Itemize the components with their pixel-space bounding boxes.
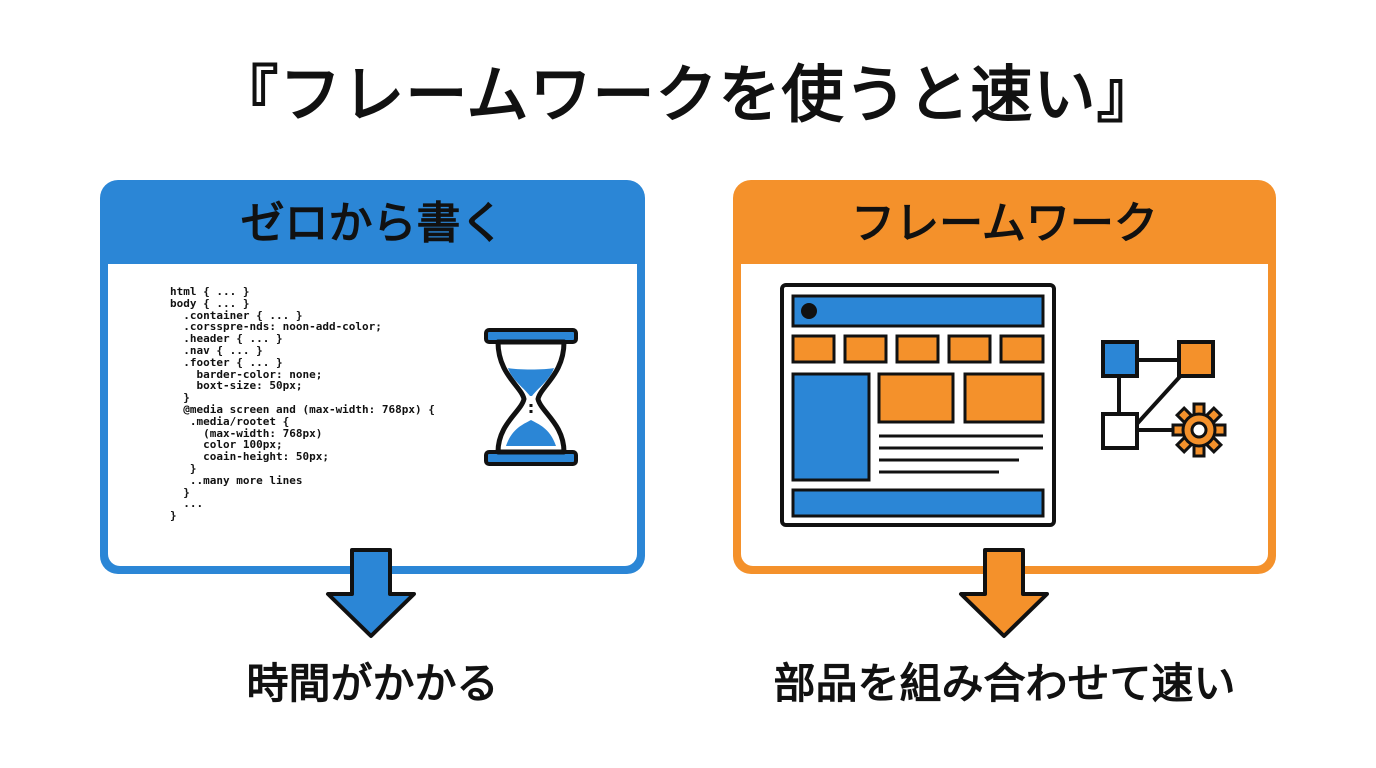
scratch-panel: ゼロから書く html { ... }body { ... } .contain… xyxy=(100,180,645,574)
hourglass-icon xyxy=(484,328,578,466)
down-arrow-icon-left xyxy=(326,548,416,638)
code-line: body { ... } xyxy=(170,296,250,310)
code-line: color 100px; xyxy=(170,438,283,452)
code-line: } xyxy=(170,485,190,499)
code-line: ... xyxy=(170,497,204,511)
code-line: } xyxy=(170,391,190,405)
page-title: 『フレームワークを使うと速い』 xyxy=(216,58,1160,131)
framework-heading: フレームワーク xyxy=(851,198,1158,249)
code-line: coain-height: 50px; xyxy=(170,450,329,464)
code-line: .corsspre-nds: noon-add-color; xyxy=(170,320,382,334)
code-line: .media/rootet { xyxy=(170,414,290,428)
code-snippet: html { ... }body { ... } .container { ..… xyxy=(170,286,435,522)
framework-panel: フレームワーク xyxy=(733,180,1276,574)
scratch-result: 時間がかかる xyxy=(246,659,499,708)
gear-icon xyxy=(1171,402,1227,458)
scratch-panel-body: html { ... }body { ... } .container { ..… xyxy=(108,264,637,566)
code-line: .container { ... } xyxy=(170,308,303,322)
down-arrow-icon-right xyxy=(959,548,1049,638)
scratch-heading: ゼロから書く xyxy=(240,198,505,249)
code-line: .footer { ... } xyxy=(170,355,283,369)
code-line: html { ... } xyxy=(170,285,250,298)
code-line: @media screen and (max-width: 768px) { xyxy=(170,402,435,416)
framework-result: 部品を組み合わせて速い xyxy=(773,659,1236,708)
code-line: } xyxy=(170,461,197,475)
code-line: boxt-size: 50px; xyxy=(170,379,303,393)
code-line: .header { ... } xyxy=(170,332,283,346)
website-layout-icon xyxy=(780,283,1056,527)
code-line: ..many more lines xyxy=(170,473,303,487)
framework-panel-body xyxy=(741,264,1268,566)
code-line: .nav { ... } xyxy=(170,343,263,357)
code-line: barder-color: none; xyxy=(170,367,323,381)
code-line: } xyxy=(170,509,177,523)
code-line: (max-width: 768px) xyxy=(170,426,323,440)
component-graph-icon xyxy=(1101,340,1227,458)
